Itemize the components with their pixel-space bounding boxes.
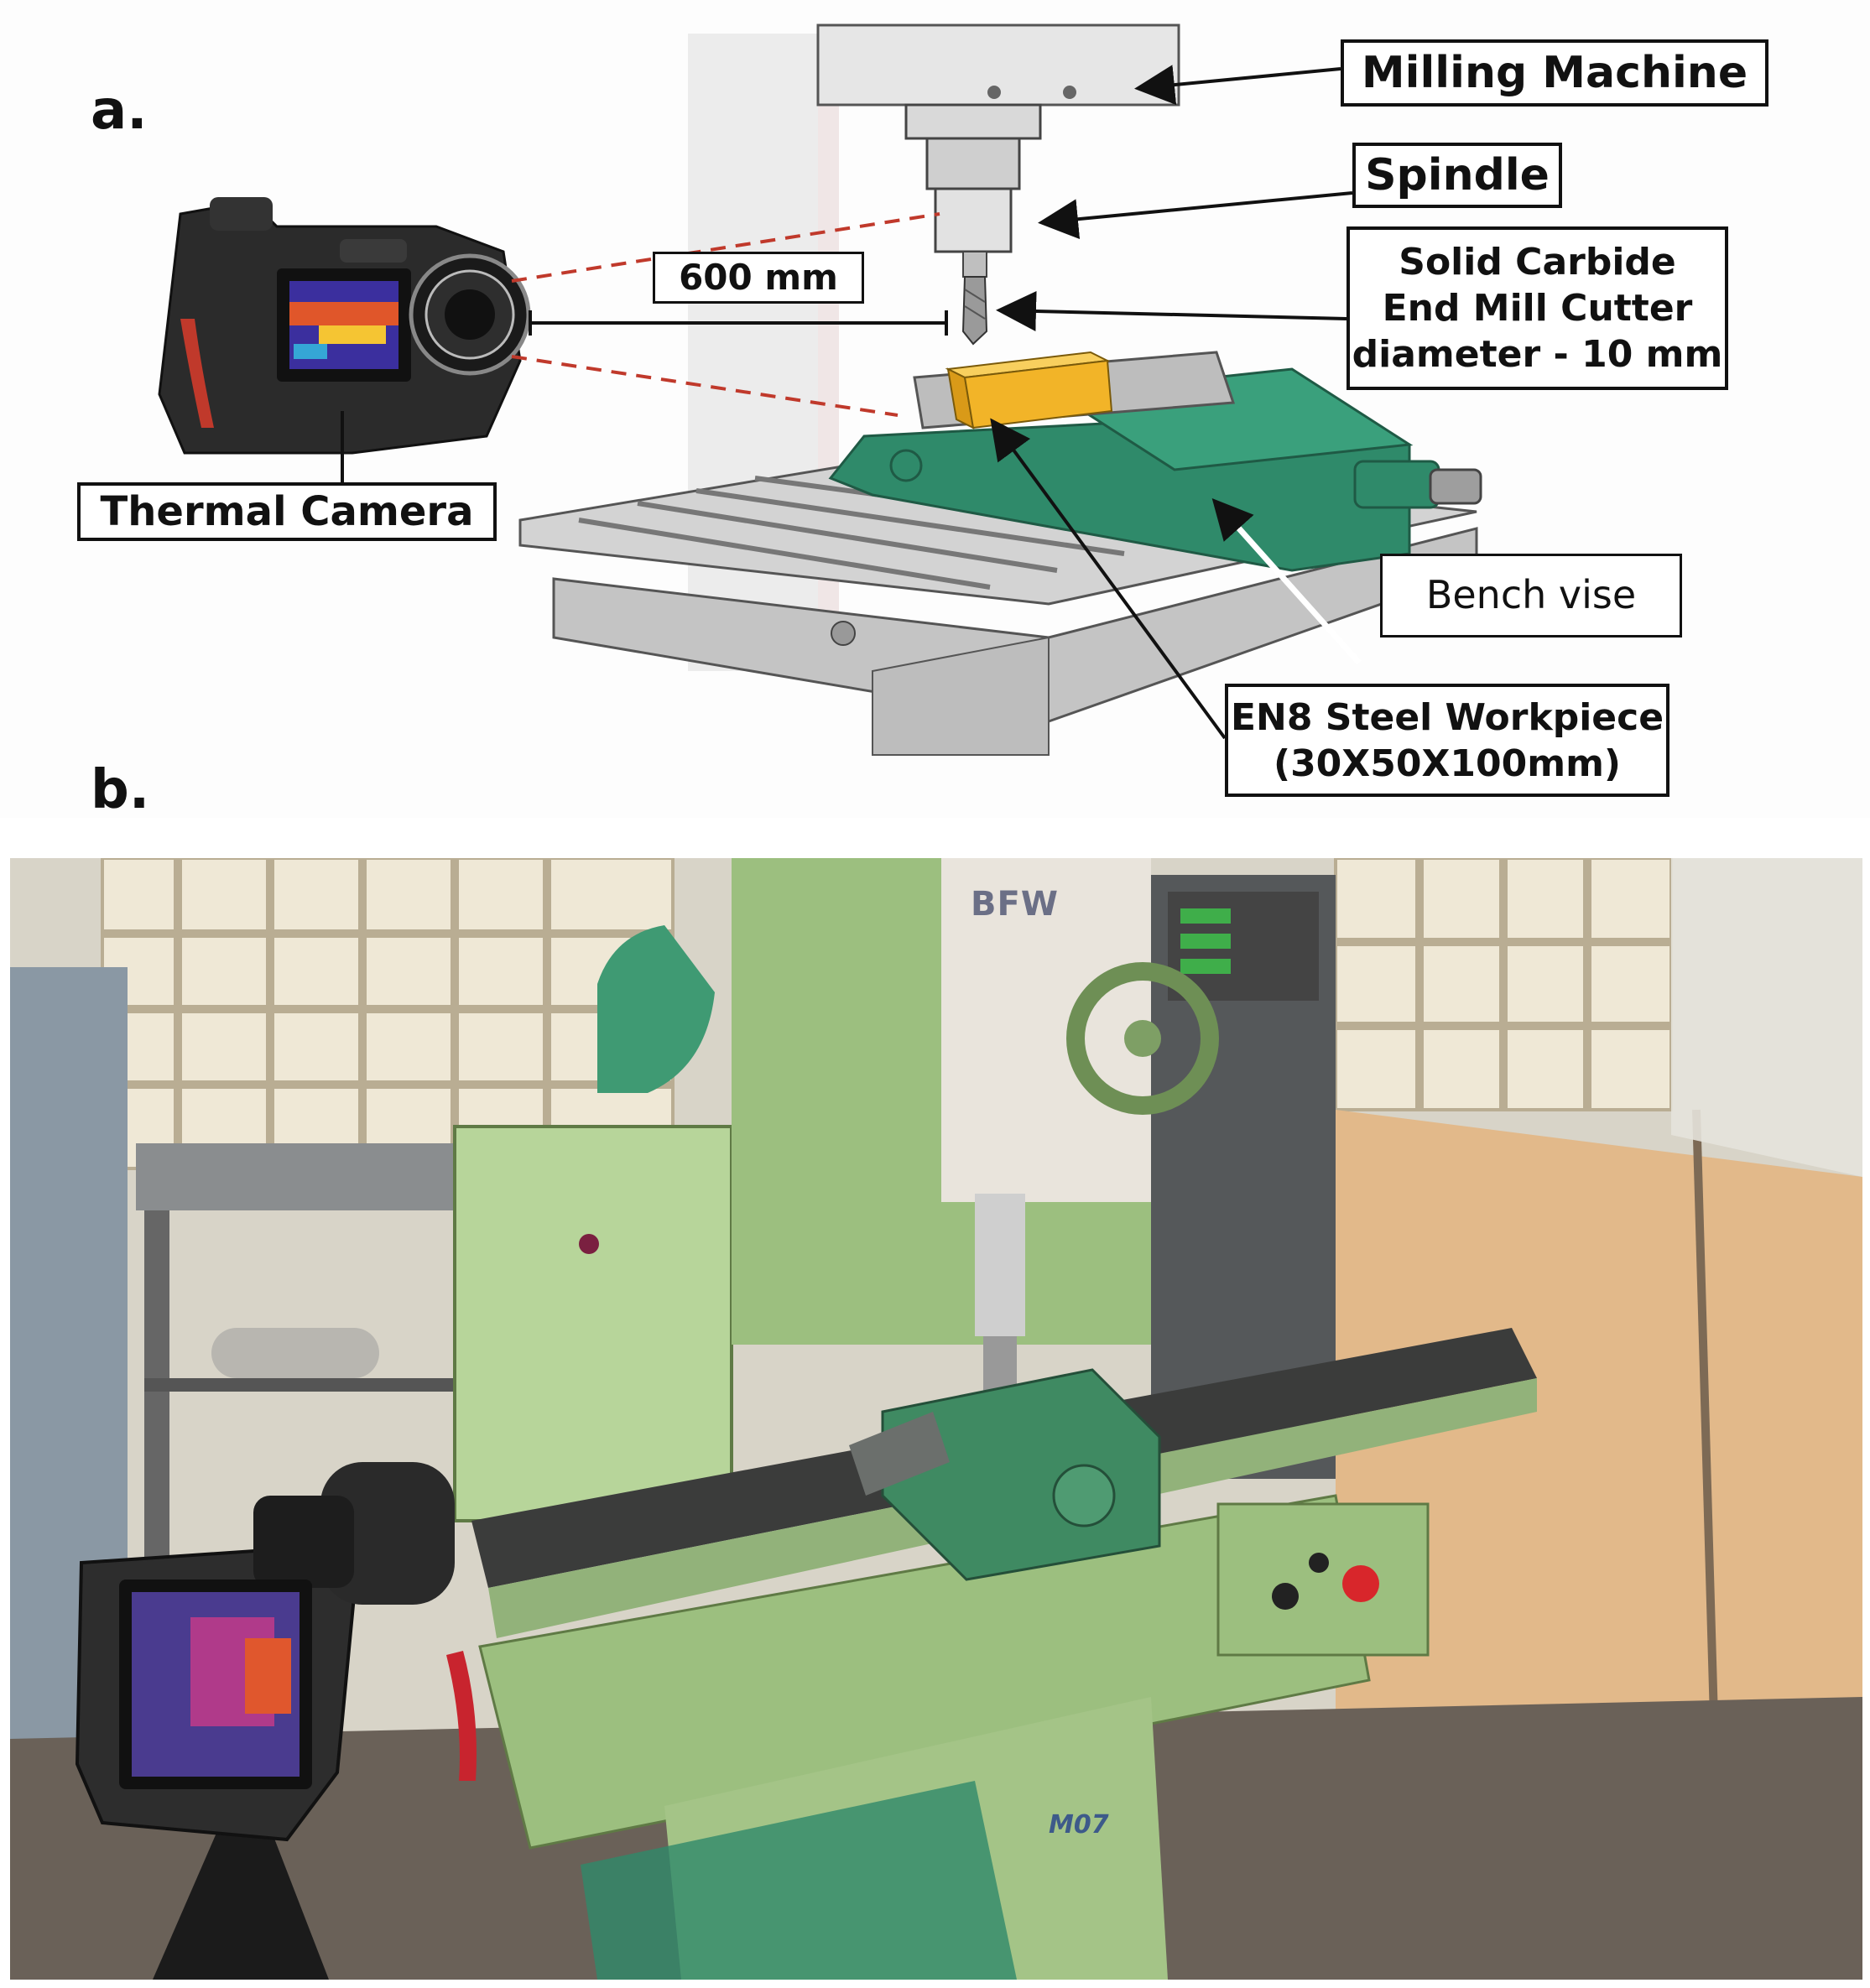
cutter-label: Solid Carbide End Mill Cutter diameter -… bbox=[1347, 226, 1728, 390]
distance-label-text: 600 mm bbox=[679, 256, 838, 298]
milling-machine-label: Milling Machine bbox=[1341, 39, 1768, 107]
thermal-camera-label-text: Thermal Camera bbox=[100, 488, 474, 535]
photo-spindle bbox=[975, 1194, 1025, 1336]
workpiece-label-line-2: (30X50X100mm) bbox=[1273, 742, 1622, 785]
distance-label: 600 mm bbox=[653, 252, 864, 304]
handwheel bbox=[1066, 962, 1219, 1115]
thermal-camera bbox=[158, 197, 531, 455]
bench-vise-label-text: Bench vise bbox=[1425, 572, 1637, 618]
cutter-leader bbox=[996, 290, 1347, 331]
bench-vise-label: Bench vise bbox=[1380, 554, 1682, 638]
machine-model-plate: M07 bbox=[1049, 1810, 1109, 1840]
photo-thermal-camera bbox=[75, 1462, 477, 1980]
tool-shelf bbox=[136, 1143, 463, 1588]
thermal-camera-label: Thermal Camera bbox=[77, 482, 497, 541]
sightline-upper bbox=[511, 212, 940, 283]
cutter-label-line-1: Solid Carbide bbox=[1399, 241, 1676, 284]
milling-machine-head bbox=[816, 23, 1180, 107]
workpiece-label-line-1: EN8 Steel Workpiece bbox=[1230, 695, 1664, 739]
spindle-label-text: Spindle bbox=[1365, 149, 1550, 200]
panel-a-schematic: a. Milling Machine Spindle Solid Carbide… bbox=[0, 0, 1870, 818]
sightline-lower bbox=[511, 355, 899, 417]
machine-logo: BFW bbox=[971, 885, 1059, 924]
tripod bbox=[153, 1806, 329, 1980]
workpiece-block bbox=[945, 351, 1113, 429]
spindle-label: Spindle bbox=[1352, 143, 1562, 208]
machine-lamp bbox=[597, 925, 715, 1093]
panel-b-letter: b. bbox=[91, 759, 150, 821]
milling-machine-label-text: Milling Machine bbox=[1361, 47, 1748, 98]
machine-head-panel bbox=[941, 858, 1151, 1202]
camera-grip-accent-icon bbox=[180, 319, 214, 428]
spindle bbox=[904, 103, 1042, 253]
end-mill-cutter bbox=[961, 251, 988, 346]
panel-a-letter: a. bbox=[91, 80, 148, 142]
photo-vise bbox=[849, 1368, 1161, 1581]
workpiece-label: EN8 Steel Workpiece (30X50X100mm) bbox=[1225, 684, 1669, 797]
right-window bbox=[1334, 858, 1673, 1111]
emergency-stop-icon bbox=[1342, 1565, 1379, 1602]
milling-machine-leader bbox=[1134, 65, 1341, 106]
photo-control-panel bbox=[1216, 1502, 1430, 1657]
workpiece-leader bbox=[990, 418, 1227, 740]
spindle-leader bbox=[1038, 191, 1353, 240]
photo-camera-grip-accent-icon bbox=[446, 1651, 477, 1781]
left-window bbox=[101, 858, 675, 1170]
cutter-label-line-2: End Mill Cutter bbox=[1382, 287, 1693, 330]
workshop-photo-illustration bbox=[10, 858, 1862, 1980]
panel-b-photo: BFW M07 bbox=[10, 858, 1862, 1980]
cutter-label-line-3: diameter - 10 mm bbox=[1352, 333, 1723, 376]
